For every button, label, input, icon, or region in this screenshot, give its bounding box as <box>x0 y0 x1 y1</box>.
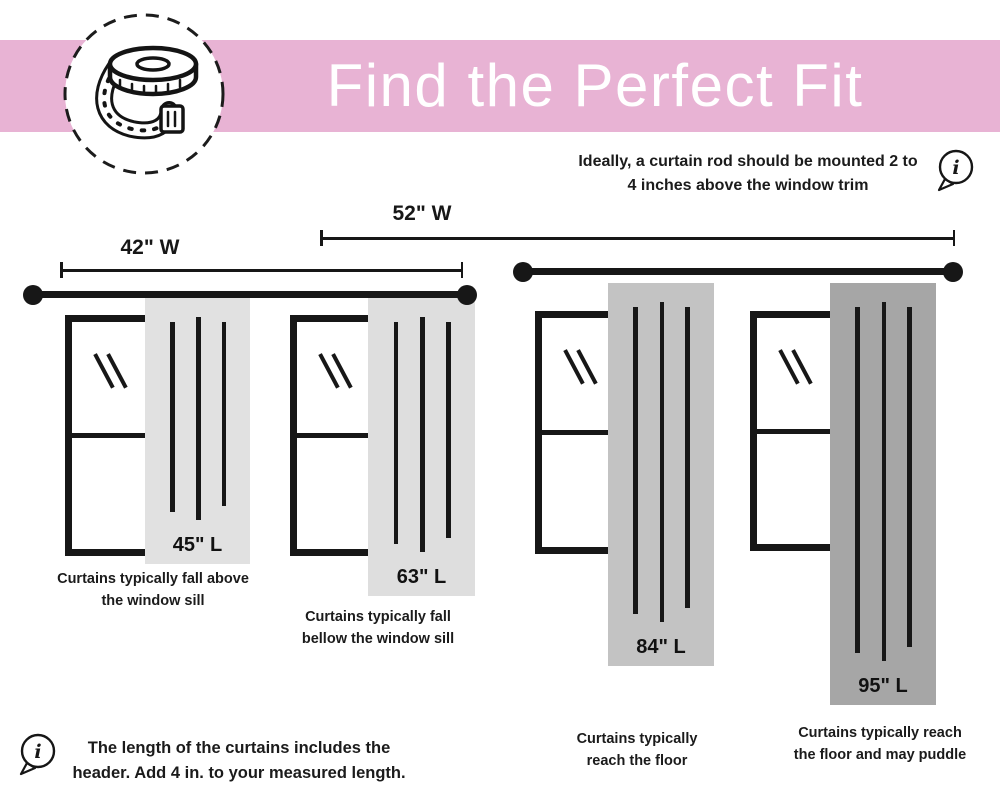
pleat-line <box>633 307 638 614</box>
curtain-caption-4: Curtains typically reach the floor and m… <box>793 725 967 764</box>
pleat-line <box>420 317 425 552</box>
pleat-line <box>855 307 860 653</box>
pleat-line <box>659 302 665 622</box>
curtain-rod-2 <box>513 261 963 282</box>
rod-width-label-1: 42" W <box>120 236 180 259</box>
curtain-caption-3: Curtains typically reach the floor <box>576 731 698 770</box>
curtain-length-label-3: 84" L <box>636 636 686 658</box>
page-title: Find the Perfect Fit <box>326 52 864 119</box>
glass-glint-icon <box>318 352 355 396</box>
measure-line <box>320 237 955 240</box>
pleat-line <box>881 302 887 661</box>
curtain-panel-4: 95" L <box>830 283 936 705</box>
glass-glint-icon <box>778 348 815 392</box>
pleat-line <box>907 307 912 647</box>
glass-glint-icon <box>93 352 130 396</box>
svg-text:i: i <box>34 741 41 763</box>
width-measure-line-2 <box>320 230 955 246</box>
pleat-line <box>446 322 451 538</box>
curtain-rod-1 <box>23 284 477 305</box>
pleat-line <box>170 322 175 512</box>
info-icon: i <box>14 730 60 776</box>
curtain-panel-3: 84" L <box>608 283 714 666</box>
rod-mounting-tip: Ideally, a curtain rod should be mounted… <box>578 153 918 194</box>
glass-glint-icon <box>563 348 600 392</box>
curtain-panel-1: 45" L <box>145 298 250 564</box>
measure-line <box>60 269 463 272</box>
curtain-length-label-1: 45" L <box>172 534 223 556</box>
curtain-length-label-2: 63" L <box>396 566 447 588</box>
pleat-line <box>685 307 690 608</box>
info-icon: i <box>932 146 978 192</box>
curtain-length-label-4: 95" L <box>858 675 908 697</box>
rod-width-label-2: 52" W <box>392 202 452 225</box>
curtain-caption-2: Curtains typically fall bellow the windo… <box>301 609 455 648</box>
width-measure-line-1 <box>60 262 463 278</box>
svg-text:i: i <box>952 157 959 179</box>
pleat-line <box>221 322 227 506</box>
curtain-caption-1: Curtains typically fall above the window… <box>57 571 249 610</box>
pleat-line <box>393 322 399 544</box>
pleat-line <box>196 317 201 520</box>
curtain-panel-2: 63" L <box>368 298 475 596</box>
curtain-length-tip: The length of the curtains includes the … <box>72 739 406 782</box>
measuring-tape-icon <box>58 8 230 180</box>
